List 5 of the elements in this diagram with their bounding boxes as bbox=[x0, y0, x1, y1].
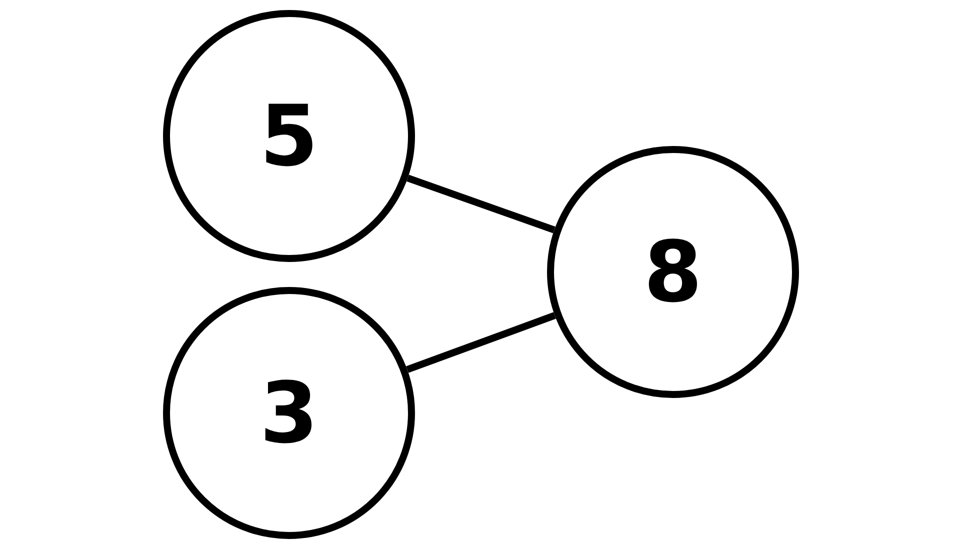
number-label: 5 bbox=[260, 94, 318, 178]
connector-line bbox=[406, 312, 556, 373]
number-label: 3 bbox=[260, 371, 318, 455]
number-label: 8 bbox=[644, 230, 702, 314]
connector-line bbox=[406, 174, 556, 234]
